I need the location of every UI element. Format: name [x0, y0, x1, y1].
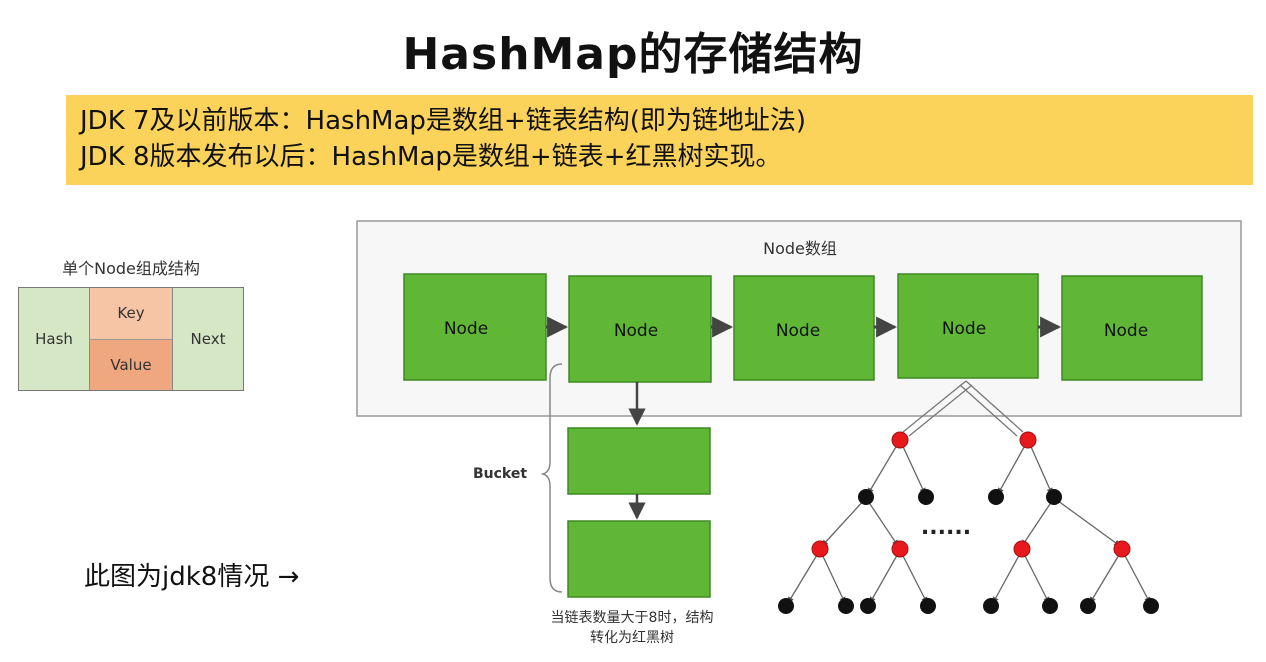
array-node-label: Node — [776, 321, 820, 341]
array-node-label: Node — [942, 319, 986, 339]
array-node-3: Node — [897, 273, 1039, 379]
tree-node-black — [1042, 598, 1058, 614]
page-title: HashMap的存储结构 — [402, 29, 864, 80]
banner-line-jdk7: JDK 7及以前版本：HashMap是数组+链表结构(即为链地址法) — [80, 106, 806, 136]
tree-node-red — [811, 540, 829, 558]
tree-edges — [787, 439, 1151, 604]
bucket-brace — [540, 363, 563, 593]
tree-node-black — [778, 598, 794, 614]
tree-node-black — [838, 598, 854, 614]
version-banner: JDK 7及以前版本：HashMap是数组+链表结构(即为链地址法) JDK 8… — [66, 95, 1253, 185]
tree-node-black — [1046, 489, 1062, 505]
node-field-key: Key — [90, 288, 172, 340]
array-node-label: Node — [1104, 321, 1148, 341]
tree-node-black — [858, 489, 874, 505]
bucket-note-line1: 当链表数量大于8时，结构 — [551, 610, 714, 626]
array-node-0: Node — [403, 273, 547, 381]
jdk8-note: 此图为jdk8情况 → — [84, 562, 300, 592]
tree-root-connectors — [902, 380, 1024, 437]
tree-ellipsis: ...... — [921, 515, 971, 540]
array-node-4: Node — [1061, 275, 1203, 381]
node-field-key-value: Key Value — [90, 288, 172, 390]
tree-node-black — [983, 598, 999, 614]
tree-node-black — [918, 489, 934, 505]
bucket-node-1 — [567, 520, 711, 598]
tree-node-red — [891, 431, 909, 449]
node-array-label: Node数组 — [763, 239, 837, 258]
array-node-2: Node — [733, 275, 875, 381]
single-node-structure: Hash Key Value Next — [18, 287, 244, 391]
tree-node-black — [1080, 598, 1096, 614]
tree-node-red — [1019, 431, 1037, 449]
node-field-hash: Hash — [19, 288, 90, 390]
array-node-1: Node — [568, 275, 712, 383]
tree-node-red — [1113, 540, 1131, 558]
bucket-note-line2: 转化为红黑树 — [590, 630, 674, 646]
tree-node-black — [1143, 598, 1159, 614]
banner-line-jdk8: JDK 8版本发布以后：HashMap是数组+链表+红黑树实现。 — [80, 142, 782, 172]
array-node-label: Node — [614, 321, 658, 341]
tree-node-black — [988, 489, 1004, 505]
tree-node-black — [860, 598, 876, 614]
tree-node-red — [1013, 540, 1031, 558]
node-field-value: Value — [90, 339, 172, 390]
tree-node-red — [891, 540, 909, 558]
tree-node-black — [920, 598, 936, 614]
node-field-next: Next — [172, 288, 243, 390]
single-node-caption: 单个Node组成结构 — [62, 259, 200, 278]
tree-nodes — [778, 431, 1159, 614]
array-node-label: Node — [444, 319, 488, 339]
bucket-node-0 — [567, 427, 711, 495]
bucket-label: Bucket — [473, 466, 527, 482]
